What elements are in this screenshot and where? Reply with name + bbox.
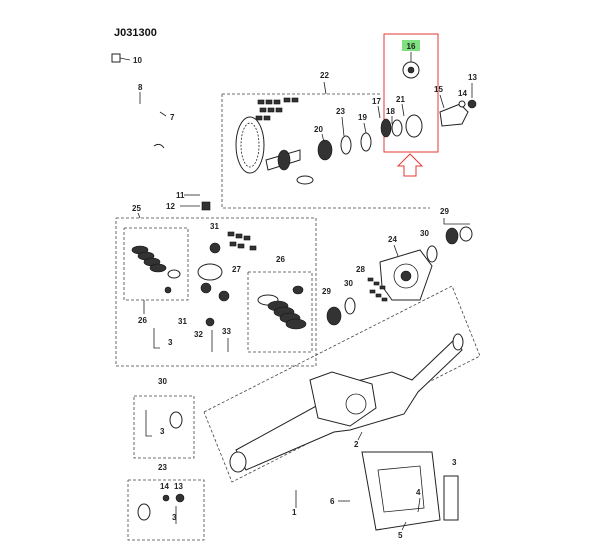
callout-1: 1 <box>292 508 297 517</box>
callout-3c: 3 <box>160 427 165 436</box>
ring-gear-icon <box>235 116 265 174</box>
callout-19: 19 <box>358 113 367 122</box>
housing-flange-right-icon <box>452 333 464 351</box>
callout-32: 32 <box>194 330 203 339</box>
seal-18-icon <box>391 119 403 137</box>
yoke-group: 15 13 14 <box>434 73 477 127</box>
axle-housing-group: 2 1 6 4 5 3 <box>203 285 481 540</box>
callout-2: 2 <box>354 440 359 449</box>
callout-31: 31 <box>210 222 219 231</box>
callout-20: 20 <box>314 125 323 134</box>
callout-30: 30 <box>420 229 429 238</box>
callout-23b: 23 <box>158 463 167 472</box>
yoke-icon <box>439 103 469 127</box>
callout-33: 33 <box>222 327 231 336</box>
race-30-icon <box>426 245 438 263</box>
washer-14-icon <box>458 100 466 108</box>
diagram-code: J031300 <box>114 27 157 39</box>
callout-7: 7 <box>170 113 175 122</box>
callout-30b: 30 <box>344 279 353 288</box>
callout-29: 29 <box>440 207 449 216</box>
yoke-nut-13-icon <box>467 99 477 109</box>
callout-22: 22 <box>320 71 329 80</box>
highlight-part-number: 16 <box>407 42 416 51</box>
vent-tube-assembly: 10 8 7 11 12 <box>111 53 211 211</box>
lower-left-boxes: 30 3 23 14 13 3 <box>127 377 205 541</box>
center-section-icon <box>309 371 377 427</box>
callout-24: 24 <box>388 235 397 244</box>
callout-3d: 3 <box>172 513 177 522</box>
tube-clip-icon <box>153 143 165 149</box>
callout-13: 13 <box>468 73 477 82</box>
side-gear-icon <box>197 263 223 281</box>
callout-4: 4 <box>416 488 421 497</box>
vent-fitting-icon <box>201 201 211 211</box>
shim-23-icon <box>340 135 352 155</box>
callout-8: 8 <box>138 83 143 92</box>
highlight-arrow-icon <box>396 153 424 177</box>
bearing-20-icon <box>317 139 333 161</box>
callout-26b: 26 <box>276 255 285 264</box>
bearing-17-icon <box>380 118 392 138</box>
sealant-tube-icon <box>443 475 459 521</box>
spider-gear-icon <box>209 242 221 254</box>
clutch-pack-left-icon <box>131 245 181 294</box>
bearing-29-icon <box>445 227 459 245</box>
callout-25: 25 <box>132 204 141 213</box>
cover-icon <box>361 451 441 531</box>
callout-17: 17 <box>372 97 381 106</box>
callout-27: 27 <box>232 265 241 274</box>
highlight-box <box>383 33 439 153</box>
shim-23b-icon <box>137 503 151 521</box>
callout-26: 26 <box>138 316 147 325</box>
callout-18: 18 <box>386 107 395 116</box>
oil-seal-21-icon <box>405 114 423 138</box>
callout-3b: 3 <box>452 458 457 467</box>
clutch-pack-right-icon <box>257 285 307 330</box>
callout-31b: 31 <box>178 317 187 326</box>
callout-21: 21 <box>396 95 405 104</box>
callout-23: 23 <box>336 107 345 116</box>
callout-14b: 14 <box>160 482 169 491</box>
callout-5: 5 <box>398 531 403 540</box>
callout-29b: 29 <box>322 287 331 296</box>
callout-11: 11 <box>176 191 185 200</box>
callout-12: 12 <box>166 202 175 211</box>
shim-bolts-icon <box>255 97 299 121</box>
shim-stack-icon <box>227 231 257 251</box>
vent-cap-icon <box>111 53 121 63</box>
bearing-29b-icon <box>326 306 342 326</box>
ring-pinion-group: 22 20 23 19 <box>221 71 430 209</box>
highlight-group: 16 17 18 21 <box>372 33 439 177</box>
callout-6: 6 <box>330 497 335 506</box>
highlight-badge <box>402 40 420 51</box>
pinion-washer-icon <box>296 175 314 185</box>
differential-group: 25 26 3 31 27 31 32 33 26 <box>115 204 317 367</box>
callout-3: 3 <box>168 338 173 347</box>
callout-30c: 30 <box>158 377 167 386</box>
callout-15: 15 <box>434 85 443 94</box>
race-30c-icon <box>169 411 183 429</box>
callout-13b: 13 <box>174 482 183 491</box>
housing-flange-left-icon <box>229 451 247 473</box>
carrier-group: 24 30 29 28 29 30 <box>322 207 473 326</box>
callout-10: 10 <box>133 56 142 65</box>
callout-28: 28 <box>356 265 365 274</box>
ring-bolts-icon <box>367 277 388 302</box>
callout-14: 14 <box>458 89 467 98</box>
race-19-icon <box>360 132 372 152</box>
